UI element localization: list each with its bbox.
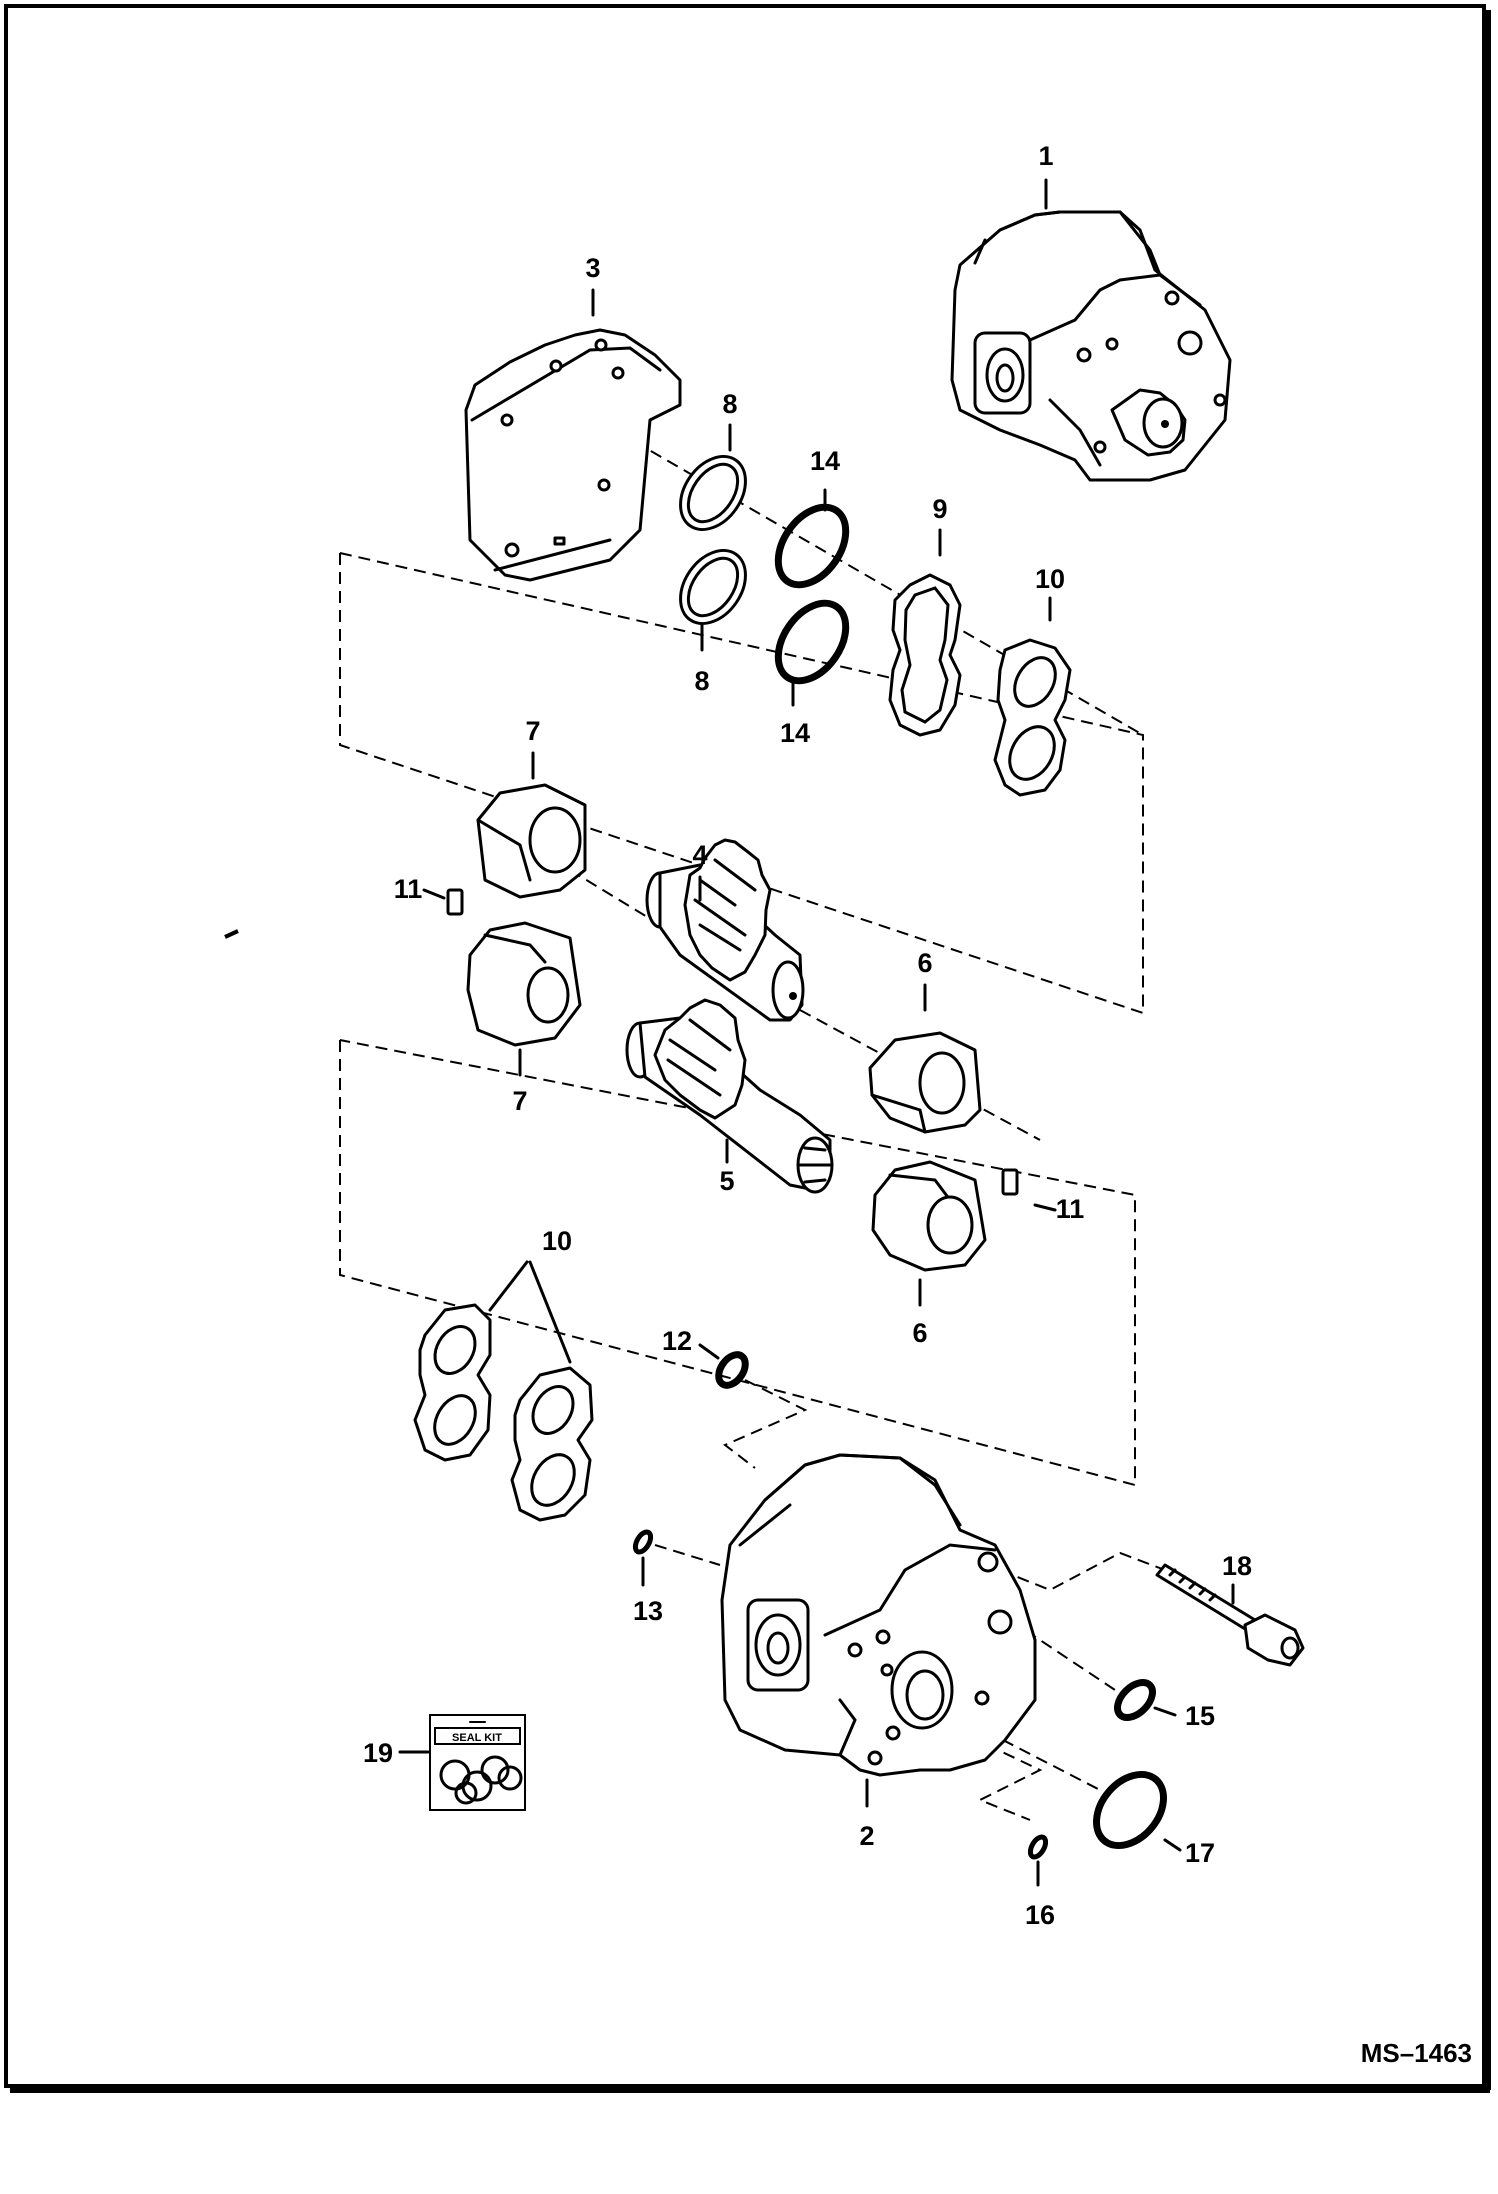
bolt (1155, 1563, 1305, 1667)
callout-13: 13 (633, 1596, 663, 1626)
callout-8-upper: 8 (722, 389, 737, 419)
callout-15: 15 (1185, 1701, 1215, 1731)
callout-16: 16 (1025, 1900, 1055, 1930)
callout-9: 9 (932, 494, 947, 524)
callout-7-upper: 7 (525, 716, 540, 746)
rings-upper (679, 455, 1072, 797)
gears (625, 838, 834, 1194)
callout-11-left: 11 (394, 874, 423, 904)
callout-2: 2 (859, 1821, 874, 1851)
diagram-border (4, 4, 1486, 2088)
pump-body (720, 1453, 1037, 1777)
callout-6-upper: 6 (917, 948, 932, 978)
callout-6-lower: 6 (912, 1318, 927, 1348)
rings-body (1027, 1679, 1167, 1860)
rings-lower (413, 1303, 749, 1555)
callout-4: 4 (692, 840, 707, 870)
drawing-id: MS–1463 (1361, 2038, 1472, 2068)
stray-mark (224, 929, 239, 939)
callout-1: 1 (1038, 141, 1053, 171)
callout-8-lower: 8 (694, 666, 709, 696)
callout-10-upper: 10 (1035, 564, 1065, 594)
callout-10-lower: 10 (542, 1226, 572, 1256)
callout-11-right: 11 (1056, 1194, 1085, 1224)
cover-plate (464, 328, 682, 582)
callout-3: 3 (585, 253, 600, 283)
callout-5: 5 (719, 1166, 734, 1196)
pump-assembly (950, 210, 1232, 482)
callout-7-lower: 7 (512, 1086, 527, 1116)
callouts: 1 3 8 8 14 14 9 10 7 7 11 11 4 5 6 6 10 … (363, 141, 1252, 1930)
leader-lines (398, 178, 1235, 1887)
seal-kit-label: SEAL KIT (452, 1732, 502, 1744)
callout-19: 19 (363, 1738, 393, 1768)
callout-14-upper: 14 (810, 446, 840, 476)
seal-kit-icon: SEAL KIT (429, 1714, 526, 1811)
bushings (466, 783, 987, 1272)
callout-18: 18 (1222, 1551, 1252, 1581)
callout-12: 12 (662, 1326, 692, 1356)
keys (446, 888, 1019, 1196)
callout-17: 17 (1185, 1838, 1215, 1868)
callout-14-lower: 14 (780, 718, 810, 748)
